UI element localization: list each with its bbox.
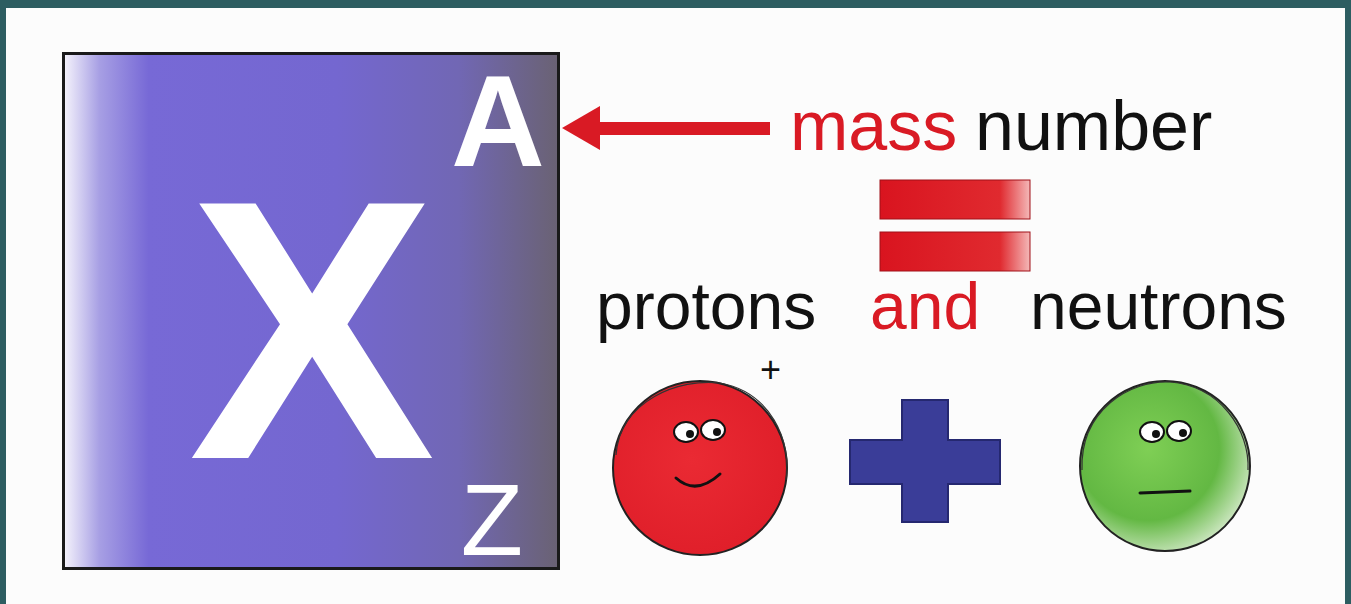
proton-figure — [613, 381, 787, 555]
charge-sign: + — [760, 352, 781, 388]
symbol-box: XA Z — [62, 52, 560, 570]
slide-ground — [6, 8, 1345, 604]
pointer-arrow — [562, 106, 770, 150]
heading-word: mass — [790, 91, 957, 161]
atomic-number-symbol: Z — [441, 469, 543, 571]
particle-word: protons — [596, 273, 816, 339]
particle-word: and — [870, 273, 980, 339]
equals-sign — [880, 180, 1030, 271]
mass-number-symbol: A — [451, 56, 545, 186]
particle-word: neutrons — [1030, 273, 1287, 339]
plus-sign — [850, 400, 1000, 522]
neutron-figure — [1080, 381, 1250, 551]
element-symbol: X — [66, 145, 558, 515]
heading-word: number — [975, 91, 1212, 161]
